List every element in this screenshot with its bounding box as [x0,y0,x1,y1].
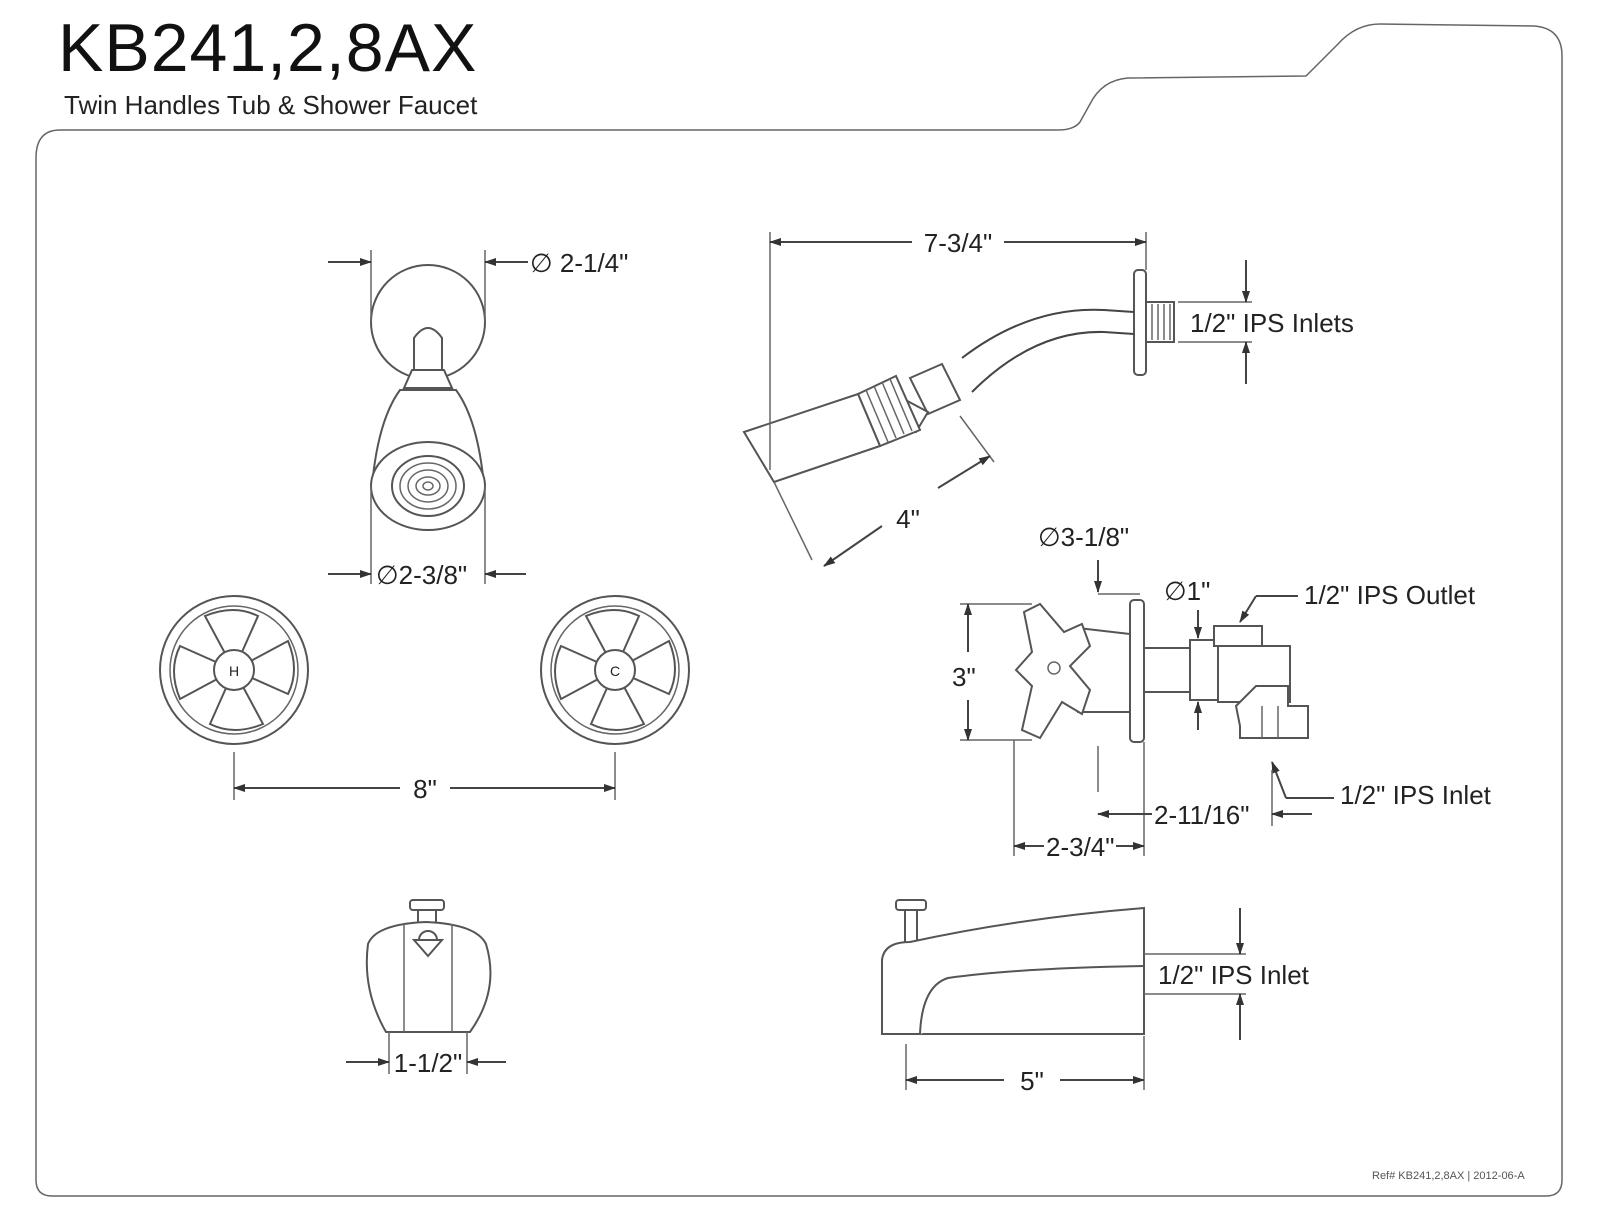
cold-handle-mark: C [610,663,620,679]
product-subtitle: Twin Handles Tub & Shower Faucet [64,90,478,120]
handle-spacing-label: 8" [413,774,437,804]
head-length-dimension: 4" [773,415,995,567]
model-number: KB241,2,8AX [58,10,478,86]
spout-width-label: 1-1/2" [394,1048,463,1078]
handle-height-dimension: 3" [952,603,1032,741]
spout-length-dimension: 5" [905,1036,1145,1096]
arm-inlet-label: 1/2" IPS Inlets [1190,308,1354,338]
escutcheon-diameter-label: ∅3-1/8" [1038,522,1129,552]
head-diameter-dimension: ∅2-3/8" [328,486,526,590]
shower-arm-side-view [742,269,1175,484]
valve-side-view [1014,599,1309,743]
arm-length-label: 7-3/4" [924,228,993,258]
arm-inlet-dimension: 1/2" IPS Inlets [1178,260,1354,384]
flange-diameter-dimension: ∅ 2-1/4" [328,248,628,322]
tub-spout-side-view [881,899,1145,1035]
valve-depth-dimensions: 2-11/16" 2-3/4" [1013,740,1312,862]
handle-spacing-dimension: 8" [233,752,616,804]
spout-length-label: 5" [1020,1066,1044,1096]
stem-diameter-dimension: ∅1" [1164,576,1210,730]
valve-depth-a-label: 2-11/16" [1154,800,1249,830]
hot-handle-mark: H [229,663,239,679]
stem-diameter-label: ∅1" [1164,576,1210,606]
reference-code: Ref# KB241,2,8AX | 2012-06-A [1372,1170,1525,1182]
escutcheon-diameter-dimension: ∅3-1/8" [1038,522,1140,595]
head-diameter-label: ∅2-3/8" [376,560,467,590]
shower-head-front-view [370,264,486,531]
cold-handle-front-view: C [540,595,690,745]
valve-inlet-label: 1/2" IPS Inlet [1340,780,1492,810]
hot-handle-front-view: H [159,595,309,745]
valve-outlet-callout: 1/2" IPS Outlet [1239,580,1476,623]
tub-spout-front-view [365,899,492,1033]
flange-diameter-label: ∅ 2-1/4" [530,248,628,278]
handle-height-label: 3" [952,662,976,692]
spout-inlet-label: 1/2" IPS Inlet [1158,960,1310,990]
valve-inlet-callout: 1/2" IPS Inlet [1271,761,1492,810]
sheet-frame [35,23,1563,1197]
valve-depth-b-label: 2-3/4" [1046,832,1115,862]
spout-inlet-dimension: 1/2" IPS Inlet [1144,908,1310,1040]
head-length-label: 4" [896,504,920,534]
arm-length-dimension: 7-3/4" [769,228,1147,470]
spout-width-dimension: 1-1/2" [346,1032,506,1078]
valve-outlet-label: 1/2" IPS Outlet [1304,580,1476,610]
